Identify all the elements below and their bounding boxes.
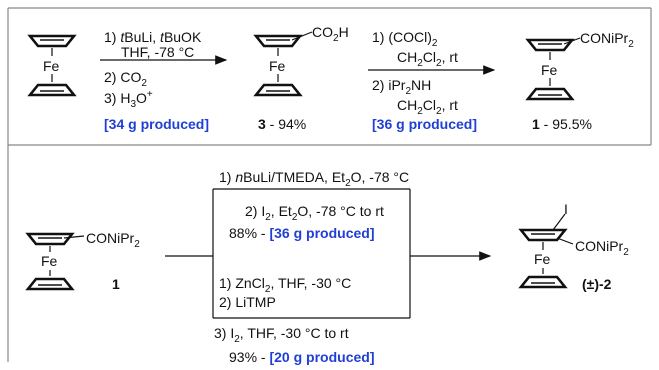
compound-2-label: (±)-2 [582, 276, 612, 292]
step3-bottom-line1: 3) I2, THF, -30 °C to rt [214, 325, 349, 345]
compound-2-structure: Fe [519, 213, 574, 289]
reactant-1-fe-label: Fe [41, 253, 58, 269]
compound-3-label: 3 - 94% [258, 116, 306, 132]
step1-conditions-line3: 2) CO2 [104, 69, 147, 89]
step2-conditions-line1: 1) (COCl)2 [372, 29, 438, 49]
step2-conditions-line3: 2) iPr2NH [372, 77, 431, 97]
compound-1-label: 1 - 95.5% [532, 116, 592, 132]
compound-2-fe-label: Fe [534, 251, 551, 267]
ferrocene-structure: Fe [28, 34, 76, 97]
compound-1-structure: Fe [526, 37, 581, 101]
compound-2-amide-group: CONiPr2 [575, 238, 629, 258]
compound-3-structure: Fe [254, 31, 313, 97]
step3-box-line4: 2) LiTMP [219, 294, 276, 310]
step3-top-conditions: 1) nBuLi/TMEDA, Et2O, -78 °C [219, 169, 409, 189]
compound-3-fe-label: Fe [269, 58, 286, 74]
step2-yield-note: [36 g produced] [372, 116, 477, 132]
compound-2-iodo-label: I [564, 201, 568, 217]
compound-1-fe-label: Fe [541, 62, 558, 78]
reactant-1-structure: Fe [26, 232, 85, 291]
step2-conditions-line2: CH2Cl2, rt [397, 49, 458, 69]
step3-box-line2: 88% - [36 g produced] [229, 225, 374, 241]
step3-bottom-line2: 93% - [20 g produced] [229, 349, 374, 365]
reactant-1-label: 1 [112, 276, 120, 292]
step1-conditions-line2: THF, -78 °C [121, 44, 194, 60]
step2-conditions-line4: CH2Cl2, rt [397, 97, 458, 117]
step1-conditions-line4: 3) H3O+ [104, 89, 153, 110]
step1-yield-note: [34 g produced] [104, 116, 209, 132]
ferrocene-fe-label: Fe [43, 58, 60, 74]
compound-1-amide-group: CONiPr2 [580, 30, 634, 50]
step3-box-line3: 1) ZnCl2, THF, -30 °C [219, 275, 351, 295]
step3-box-line1: 2) I2, Et2O, -78 °C to rt [245, 203, 384, 223]
reactant-1-amide-group: CONiPr2 [86, 230, 140, 250]
compound-3-carboxyl-group: CO2H [312, 24, 349, 44]
step1-conditions-line1: 1) tBuLi, tBuOK [104, 29, 202, 45]
